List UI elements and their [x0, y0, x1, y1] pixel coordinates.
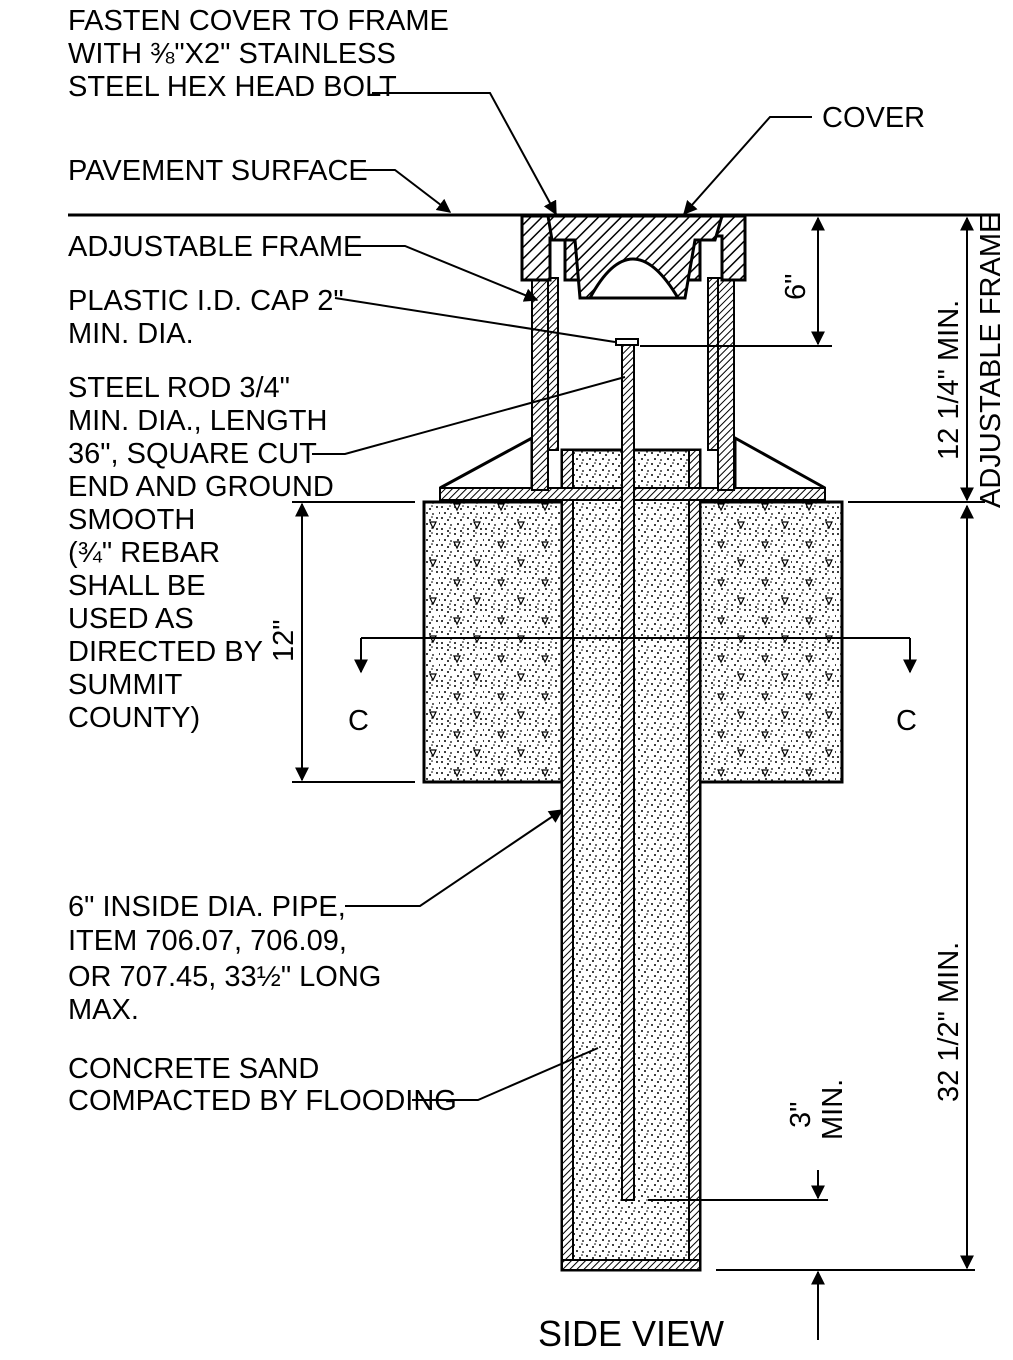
- cover: [546, 214, 724, 300]
- dim-total-text: 32 1/2" MIN.: [933, 942, 965, 1102]
- dim-collar-text: 12": [268, 619, 300, 662]
- leader-cover: [683, 116, 812, 216]
- frame-tube-left: [531, 277, 549, 491]
- dim-frame-note: ADJUSTABLE FRAME: [975, 214, 1007, 508]
- note-rod-line: STEEL ROD 3/4": [68, 372, 290, 404]
- note-rod-line: COUNTY): [68, 702, 200, 734]
- note-fasten-line: WITH ⅜"X2" STAINLESS: [68, 38, 396, 70]
- note-rod-line: DIRECTED BY: [68, 636, 263, 668]
- leader-fasten: [372, 92, 557, 216]
- note-rod: STEEL ROD 3/4" MIN. DIA., LENGTH 36", SQ…: [68, 372, 334, 734]
- note-rod-line: SUMMIT: [68, 669, 183, 701]
- view-title: SIDE VIEW: [538, 1313, 724, 1354]
- leader-pavement: [360, 169, 452, 213]
- note-rod-line: MIN. DIA., LENGTH: [68, 405, 327, 437]
- note-rod-line: USED AS: [68, 603, 194, 635]
- cover-dome: [587, 257, 681, 300]
- note-pipe-line: ITEM 706.07, 706.09,: [68, 925, 347, 957]
- note-cover: COVER: [822, 102, 925, 134]
- note-sand-line: CONCRETE SAND: [68, 1053, 319, 1085]
- note-cap: PLASTIC I.D. CAP 2" MIN. DIA.: [68, 285, 344, 350]
- note-cap-line: MIN. DIA.: [68, 318, 194, 350]
- frame-inner-right: [707, 277, 719, 451]
- gusset-right: [733, 435, 826, 490]
- section-label-left: C: [348, 705, 369, 737]
- dim-rod-note: MIN.: [817, 1079, 849, 1140]
- note-fasten: FASTEN COVER TO FRAME WITH ⅜"X2" STAINLE…: [68, 5, 449, 103]
- dim-6-text: 6": [780, 274, 812, 300]
- note-rod-line: 36", SQUARE CUT: [68, 438, 317, 470]
- frame-tube-right: [717, 277, 735, 491]
- dim-rod-text: 3": [785, 1102, 817, 1128]
- note-fasten-line: FASTEN COVER TO FRAME: [68, 5, 449, 37]
- note-rod-line: END AND GROUND: [68, 471, 334, 503]
- section-label-right: C: [896, 705, 917, 737]
- note-cap-line: PLASTIC I.D. CAP 2": [68, 285, 344, 317]
- note-rod-line: (¾" REBAR: [68, 537, 220, 569]
- note-pipe: 6" INSIDE DIA. PIPE, ITEM 706.07, 706.09…: [68, 891, 381, 1026]
- note-pavement: PAVEMENT SURFACE: [68, 155, 368, 187]
- note-pipe-line: MAX.: [68, 994, 139, 1026]
- note-fasten-line: STEEL HEX HEAD BOLT: [68, 71, 397, 103]
- note-pipe-line: 6" INSIDE DIA. PIPE,: [68, 891, 346, 923]
- id-cap: [615, 338, 639, 346]
- steel-rod: [621, 342, 635, 1201]
- note-sand-line: COMPACTED BY FLOODING: [68, 1085, 457, 1117]
- note-rod-line: SHALL BE: [68, 570, 206, 602]
- note-sand: CONCRETE SAND COMPACTED BY FLOODING: [68, 1053, 457, 1117]
- leader-rod: [312, 376, 626, 455]
- note-pipe-line: OR 707.45, 33½" LONG: [68, 961, 381, 993]
- pipe-wall-right: [688, 449, 701, 1271]
- leader-pipe: [345, 809, 564, 907]
- note-frame: ADJUSTABLE FRAME: [68, 231, 362, 263]
- leader-cap: [334, 297, 616, 343]
- gusset-left: [439, 435, 534, 490]
- leader-frame: [358, 245, 539, 302]
- dim-frame-text: 12 1/4" MIN.: [933, 300, 965, 460]
- note-rod-line: SMOOTH: [68, 504, 195, 536]
- leader-sand: [412, 1047, 599, 1101]
- pipe-wall-left: [561, 449, 574, 1271]
- frame-inner-left: [547, 277, 559, 451]
- pipe-bottom: [561, 1259, 701, 1271]
